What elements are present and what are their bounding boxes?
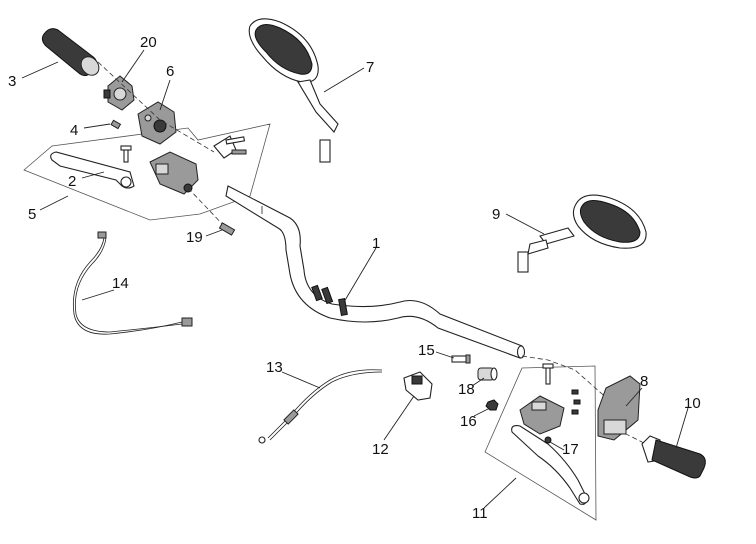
assembly-box-5 (23, 123, 271, 221)
mirror-clamp-small (213, 135, 247, 159)
part-label-6: 6 (166, 63, 174, 80)
left-mirror (248, 18, 339, 163)
part-label-1: 1 (372, 235, 380, 252)
right-switch (597, 375, 641, 441)
part-label-8: 8 (640, 373, 648, 390)
leader-7 (323, 67, 365, 93)
leader-11 (483, 477, 517, 509)
part-label-20: 20 (140, 34, 157, 51)
leader-20 (121, 49, 145, 83)
throttle-body (103, 75, 135, 111)
brake-lever (511, 425, 590, 505)
part-label-2: 2 (68, 173, 76, 190)
clutch-bolt (120, 145, 132, 163)
axis-left-1 (97, 61, 215, 153)
screws-right (571, 389, 581, 415)
cable-14 (72, 231, 193, 335)
handlebar (225, 185, 526, 359)
part-label-19: 19 (186, 229, 203, 246)
part-label-9: 9 (492, 206, 500, 223)
leader-16 (473, 407, 491, 417)
leader-6 (159, 79, 171, 111)
part-label-3: 3 (8, 73, 16, 90)
leader-2 (81, 171, 105, 179)
part-label-5: 5 (28, 206, 36, 223)
leader-15 (435, 351, 455, 359)
leader-5 (39, 195, 69, 211)
leader-18 (471, 377, 485, 387)
cable-13 (258, 369, 383, 444)
part-label-7: 7 (366, 59, 374, 76)
part-label-18: 18 (458, 381, 475, 398)
left-switch (137, 101, 177, 145)
clutch-lever (50, 151, 135, 189)
part-label-12: 12 (372, 441, 389, 458)
switch-12 (403, 371, 433, 401)
leader-14 (81, 289, 115, 301)
part-label-13: 13 (266, 359, 283, 376)
part-label-4: 4 (70, 122, 78, 139)
axis-right-1 (521, 355, 619, 409)
leader-17 (549, 441, 565, 451)
leader-4 (83, 123, 111, 129)
part-label-14: 14 (112, 275, 129, 292)
right-mirror (517, 194, 647, 273)
left-grip (41, 28, 100, 77)
axis-left-2 (187, 187, 227, 229)
leader-10 (675, 407, 689, 449)
part-label-10: 10 (684, 395, 701, 412)
small-screw-4 (110, 119, 122, 130)
clutch-master-body (149, 151, 199, 195)
bushing-18 (477, 367, 498, 381)
leader-19 (205, 229, 223, 237)
leader-12 (383, 395, 415, 441)
axis-right-2 (617, 429, 651, 447)
nut-16 (485, 399, 499, 411)
part-label-16: 16 (460, 413, 477, 430)
leader-1 (343, 247, 377, 303)
part-label-17: 17 (562, 441, 579, 458)
banjo-bolt-19 (218, 222, 236, 236)
brake-master-body (519, 363, 565, 435)
leader-9 (505, 213, 545, 235)
leader-13 (281, 371, 321, 389)
right-grip (641, 435, 706, 479)
part-label-15: 15 (418, 342, 435, 359)
leader-8 (625, 387, 643, 407)
leader-3 (21, 61, 59, 79)
fitting-15 (451, 354, 471, 364)
assembly-box-11 (484, 365, 597, 521)
part-label-11: 11 (472, 505, 488, 522)
